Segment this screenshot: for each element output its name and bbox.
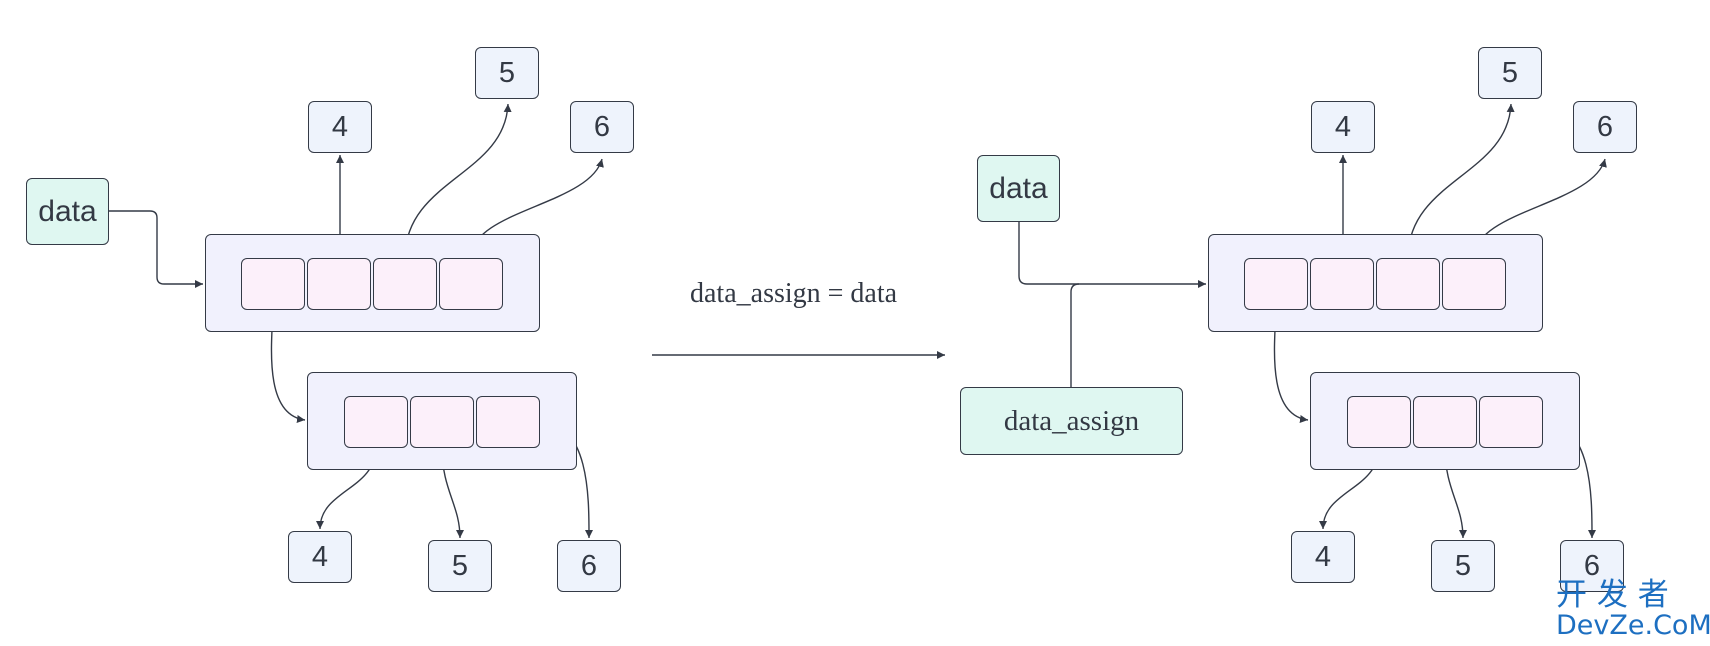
value-box-4: 4 [1291, 531, 1355, 583]
value-box-4: 4 [288, 531, 352, 583]
value-box-6: 6 [557, 540, 621, 592]
value-label: 6 [580, 549, 598, 582]
arrow-data-to-outer-list-right [1018, 221, 1206, 288]
outer-list [205, 234, 540, 332]
value-label: 6 [1596, 110, 1614, 143]
inner-list-cell [410, 396, 474, 448]
arrow-cell2-to-5-right [1407, 103, 1515, 259]
value-label: 5 [498, 56, 516, 89]
inner-list-right [1310, 372, 1580, 470]
data-variable-label: data [38, 194, 97, 228]
data-assign-label: data_assign [1003, 404, 1140, 437]
watermark-line-1: 开 发 者 [1556, 577, 1669, 613]
value-box-5: 5 [1431, 540, 1495, 592]
value-label: 4 [1314, 540, 1332, 573]
value-box-4: 4 [1311, 101, 1375, 153]
inner-list [307, 372, 577, 470]
inner-list-cell [1479, 396, 1543, 448]
outer-list-cell [1442, 258, 1506, 310]
value-box-6: 6 [1573, 101, 1637, 153]
value-label: 5 [451, 549, 469, 582]
data-variable-box: data [26, 178, 109, 245]
value-box-5: 5 [475, 47, 539, 99]
value-box-6: 6 [1560, 540, 1624, 592]
data-variable-label: data [989, 171, 1048, 205]
value-label: 4 [311, 540, 329, 573]
operation-label: data_assign = data [690, 278, 898, 309]
value-label: 5 [1454, 549, 1472, 582]
connector-data-assign [1070, 283, 1080, 387]
value-label: 6 [593, 110, 611, 143]
data-assign-variable-box: data_assign [960, 387, 1183, 455]
outer-list-cell [1310, 258, 1374, 310]
value-box-4: 4 [308, 101, 372, 153]
inner-list-cell [344, 396, 408, 448]
inner-list-cell [1413, 396, 1477, 448]
inner-list-cell [476, 396, 540, 448]
arrow-data-to-outer-list [109, 210, 203, 288]
value-box-6: 6 [570, 101, 634, 153]
inner-list-cell [1347, 396, 1411, 448]
value-box-5: 5 [1478, 47, 1542, 99]
value-label: 4 [1334, 110, 1352, 143]
outer-list-cell [439, 258, 503, 310]
value-label: 5 [1501, 56, 1519, 89]
watermark-line-2: DevZe.CoM [1556, 610, 1710, 641]
outer-list-cell [373, 258, 437, 310]
value-label: 4 [331, 110, 349, 143]
value-label: 6 [1583, 549, 1601, 582]
data-variable-box-right: data [977, 155, 1060, 222]
outer-list-cell [307, 258, 371, 310]
outer-list-cell [1376, 258, 1440, 310]
outer-list-right [1208, 234, 1543, 332]
outer-list-cell [241, 258, 305, 310]
arrow-cell2-to-5 [404, 103, 512, 259]
outer-list-cell [1244, 258, 1308, 310]
value-box-5: 5 [428, 540, 492, 592]
